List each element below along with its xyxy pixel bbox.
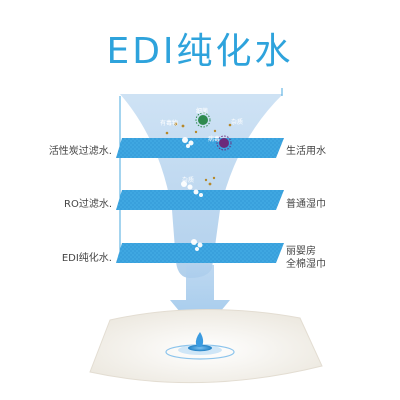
stage-2-left-label: RO过滤水. xyxy=(64,199,112,210)
stage-2-right-label: 普通湿巾 xyxy=(286,199,326,210)
particle-label-bacteria: 细菌 xyxy=(196,108,209,115)
particle-label-impurity-2: 杂质 xyxy=(182,177,195,184)
filter-layer-3 xyxy=(116,243,284,263)
particle-label-toxic: 有毒物 xyxy=(160,120,179,127)
down-arrow xyxy=(170,265,230,336)
filter-layer-2 xyxy=(116,190,284,210)
water-drop-icon xyxy=(165,332,235,360)
stage-3-left-label: EDI纯化水. xyxy=(61,253,112,264)
stage-1-right-label: 生活用水 xyxy=(286,146,326,157)
page-title: EDI纯化水 xyxy=(106,31,294,72)
stage-3-right-label-line2: 全棉湿巾 xyxy=(286,259,326,270)
particle-label-impurity-1: 杂质 xyxy=(231,119,244,126)
particle-label-virus: 病毒 xyxy=(208,136,221,143)
virus-icon-green xyxy=(195,112,211,128)
virus-icon-purple xyxy=(216,135,232,151)
debris-icons xyxy=(165,122,232,186)
stage-3-right-label-line1: 丽婴房 xyxy=(286,246,316,257)
filter-layer-1 xyxy=(116,138,284,158)
water-bubbles xyxy=(181,137,203,251)
stage-1-left-label: 活性炭过滤水. xyxy=(48,146,112,157)
